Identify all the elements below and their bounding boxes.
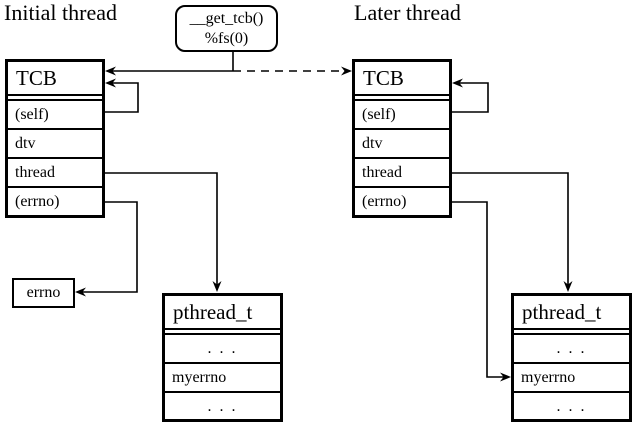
tcb-initial-divider (8, 96, 102, 101)
pthread-later-row-dots1: . . . (514, 335, 629, 364)
get-tcb-function: __get_tcb() (189, 9, 264, 27)
arrowhead-initial-thread (212, 281, 222, 292)
pthread-later-row-myerrno: myerrno (514, 364, 629, 393)
arrowhead-initial-errno (75, 287, 86, 297)
pthread-later-title: pthread_t (514, 296, 629, 330)
tcb-struct-initial: TCB (self) dtv thread (errno) (5, 59, 105, 218)
tcb-later-row-thread: thread (355, 159, 449, 188)
arrowhead-later-self (452, 78, 463, 88)
tcb-later-row-self: (self) (355, 101, 449, 130)
errno-box: errno (12, 278, 75, 308)
tcb-later-row-dtv: dtv (355, 130, 449, 159)
label-later-thread: Later thread (354, 0, 461, 25)
pthread-later-divider (514, 330, 629, 335)
arrowhead-later-errno (500, 372, 511, 382)
arrowhead-initial-self (105, 78, 116, 88)
tcb-initial-row-self: (self) (8, 101, 102, 130)
later-errno-to-myerrno-line (452, 201, 504, 378)
later-thread-to-pthread-line (452, 172, 569, 286)
pthread-initial-row-myerrno: myerrno (165, 364, 280, 393)
label-initial-thread: Initial thread (4, 0, 118, 25)
tcb-later-title: TCB (355, 62, 449, 96)
pthread-initial-divider (165, 330, 280, 335)
initial-thread-to-pthread-line (105, 172, 218, 286)
pthread-initial-row-dots1: . . . (165, 335, 280, 364)
arrowhead-later-thread (563, 281, 573, 292)
arrowhead-get-tcb-initial (105, 66, 116, 76)
get-tcb-register: %fs(0) (204, 29, 249, 47)
pthread-initial-row-dots2: . . . (207, 398, 238, 415)
tcb-initial-row-errno: (errno) (15, 193, 60, 210)
tcb-later-divider (355, 96, 449, 101)
pthread-initial-title: pthread_t (165, 296, 280, 330)
arrowhead-get-tcb-later (341, 66, 352, 76)
tcb-initial-title: TCB (8, 62, 102, 96)
pthread-struct-initial: pthread_t . . . myerrno . . . (162, 293, 283, 422)
tcb-struct-later: TCB (self) dtv thread (errno) (352, 59, 452, 218)
tcb-later-row-errno: (errno) (362, 193, 407, 210)
pthread-later-row-dots2: . . . (556, 398, 587, 415)
initial-self-loop-line (105, 82, 139, 113)
pthread-struct-later: pthread_t . . . myerrno . . . (511, 293, 632, 422)
errno-label: errno (26, 284, 61, 301)
get-tcb-box: __get_tcb() %fs(0) (175, 5, 278, 52)
tcb-initial-row-dtv: dtv (8, 130, 102, 159)
later-self-loop-line (452, 82, 489, 113)
tcb-initial-row-thread: thread (8, 159, 102, 188)
